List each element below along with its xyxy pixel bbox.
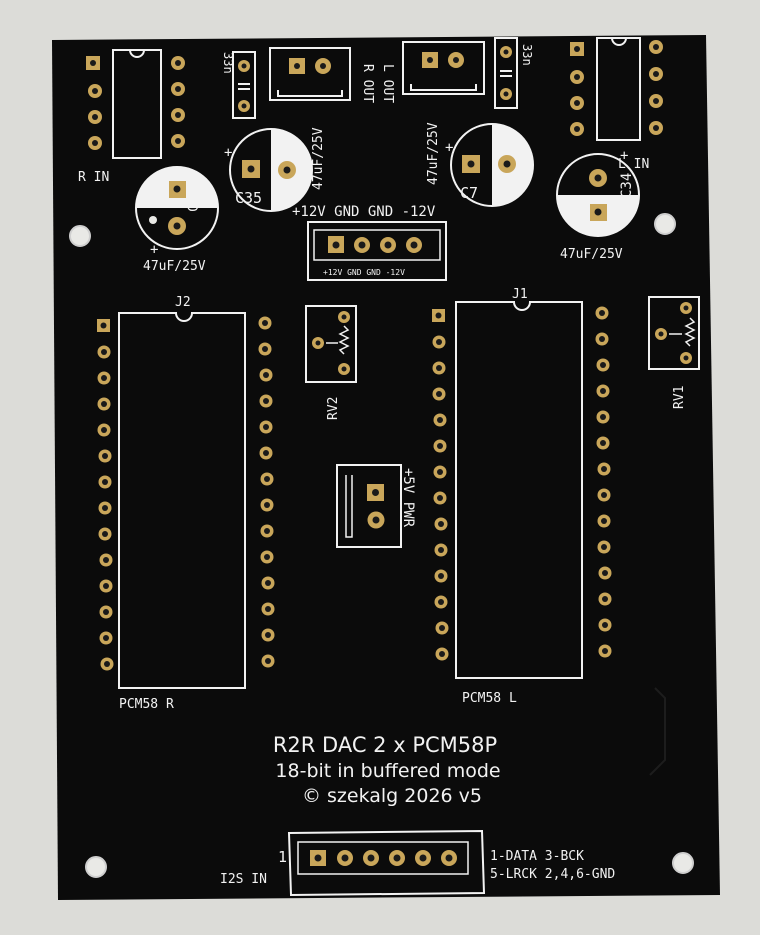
mounting-hole-bottom-left	[85, 856, 107, 878]
l-in-op-amp-footprint	[570, 37, 663, 141]
pwr-5v-connector	[336, 464, 402, 548]
r-out-label: R OUT	[360, 64, 375, 103]
mounting-hole-top-right	[654, 213, 676, 235]
rv2-trimpot-footprint	[305, 305, 357, 383]
svg-text:+: +	[224, 145, 232, 161]
i2s-connector	[287, 829, 486, 897]
pcm58-l-label: PCM58 L	[462, 691, 517, 706]
c33-value-label: 47uF/25V	[143, 259, 206, 274]
c7-value-label: 47uF/25V	[426, 122, 441, 185]
l-out-label: L OUT	[380, 64, 395, 103]
l-out-connector	[402, 41, 485, 95]
title-line-3: © szekalg 2026 v5	[302, 785, 482, 807]
c7-capacitor-footprint: +	[445, 123, 534, 207]
c35-value-label: 47uF/25V	[311, 127, 326, 190]
power-header-connector	[307, 221, 447, 281]
cap-33n-left-label: 33n	[221, 52, 235, 74]
rv1-trimpot-footprint	[648, 296, 700, 370]
pin-one-marker: 1	[278, 848, 287, 866]
pcb-board	[52, 35, 720, 900]
c34-capacitor-footprint: +	[556, 148, 640, 237]
c33-capacitor-footprint: +	[135, 166, 219, 258]
title-line-1: R2R DAC 2 x PCM58P	[273, 733, 497, 757]
svg-text:+: +	[620, 148, 628, 164]
svg-text:+: +	[150, 242, 158, 258]
pcm58-r-label: PCM58 R	[119, 697, 174, 712]
svg-text:+: +	[445, 140, 453, 156]
cap-33n-left-footprint	[232, 51, 256, 119]
cap-33n-right-label: 33n	[520, 44, 534, 66]
c34-value-label: 47uF/25V	[560, 247, 623, 262]
i2s-in-label: I2S IN	[220, 872, 267, 887]
mounting-hole-bottom-right	[672, 852, 694, 874]
power-header-small-label: +12V GND GND -12V	[323, 268, 405, 277]
c7-ref-label: C7	[460, 184, 478, 202]
mounting-hole-top-left	[69, 225, 91, 247]
c33-ref-label: C33	[186, 187, 202, 212]
r-out-connector	[269, 47, 351, 101]
pwr-5v-label: +5V PWR	[400, 468, 416, 528]
mounting-holes	[69, 213, 694, 878]
cap-33n-right-footprint	[494, 37, 518, 109]
rv1-ref-label: RV1	[672, 386, 687, 409]
i2s-pins-line-2: 5-LRCK 2,4,6-GND	[490, 867, 615, 882]
l-in-label: L IN	[618, 157, 649, 172]
r-in-op-amp-footprint	[86, 49, 185, 159]
j2-dip28-footprint	[97, 312, 275, 689]
r-in-label: R IN	[78, 170, 109, 185]
power-header-label: +12V GND GND -12V	[292, 204, 436, 220]
c35-ref-label: C35	[235, 189, 262, 207]
j1-ref-label: J1	[512, 287, 528, 302]
i2s-pins-line-1: 1-DATA 3-BCK	[490, 849, 584, 864]
c34-ref-label: C34	[619, 173, 635, 198]
c35-capacitor-footprint: +	[224, 128, 313, 212]
j2-ref-label: J2	[175, 295, 191, 310]
pcb-trace	[649, 687, 666, 776]
title-line-2: 18-bit in buffered mode	[275, 760, 500, 782]
j1-dip28-footprint	[432, 301, 612, 679]
rv2-ref-label: RV2	[326, 397, 341, 420]
